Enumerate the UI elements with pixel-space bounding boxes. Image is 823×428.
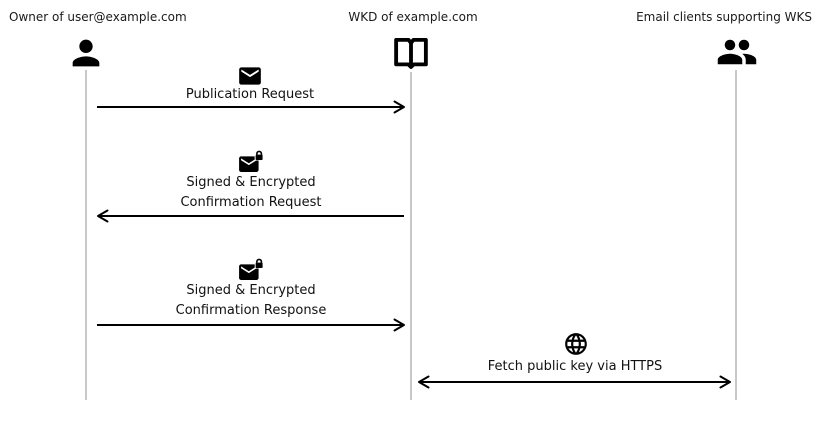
actor-label-clients: Email clients supporting WKS [636,10,812,24]
message-label-line: Confirmation Response [175,303,327,318]
arrow-fetch-public-key [418,375,731,389]
person-icon [72,39,100,67]
message-label-line: Signed & Encrypted [186,283,316,298]
message-label-line: Confirmation Request [180,195,322,210]
open-book-icon [394,37,428,69]
arrow-confirmation-response [97,318,405,332]
email-lock-icon [239,257,264,280]
message-label-publication-request: Publication Request [185,87,315,102]
message-label-confirmation-response: Signed & Encrypted Confirmation Response [176,281,327,321]
globe-icon [565,333,587,355]
message-label-fetch-public-key: Fetch public key via HTTPS [487,359,663,374]
email-lock-icon [239,149,264,172]
arrow-publication-request [97,100,405,114]
message-label-line: Signed & Encrypted [186,175,316,190]
email-icon [239,67,261,85]
people-icon [717,39,757,65]
actor-label-owner: Owner of user@example.com [9,10,187,24]
actor-label-wkd: WKD of example.com [348,10,478,24]
message-label-confirmation-request: Signed & Encrypted Confirmation Request [180,173,321,213]
